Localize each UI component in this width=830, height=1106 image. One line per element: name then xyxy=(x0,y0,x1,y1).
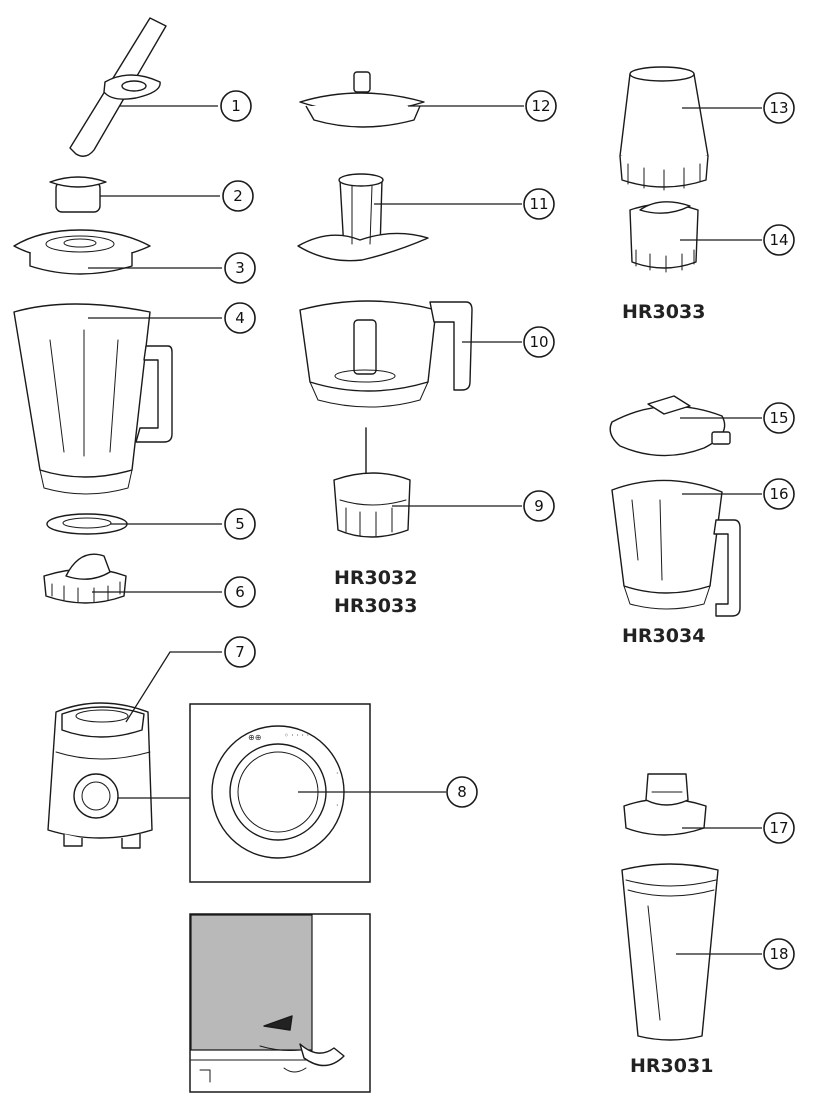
svg-text:⊕⊕: ⊕⊕ xyxy=(248,733,261,742)
callout-18-label: 18 xyxy=(769,945,788,963)
mill-blade-illustration xyxy=(629,201,699,273)
callout-7-label: 7 xyxy=(235,643,245,661)
callout-15-label: 15 xyxy=(769,409,788,427)
callout-4-label: 4 xyxy=(235,309,245,327)
blade-unit-illustration xyxy=(43,553,127,604)
tamper-illustration xyxy=(69,17,167,157)
model-label-hr3031: HR3031 xyxy=(630,1055,713,1077)
callout-12: 12 xyxy=(525,90,557,122)
callout-14-label: 14 xyxy=(769,231,788,249)
svg-text:·: · xyxy=(336,801,339,810)
callout-15: 15 xyxy=(763,402,795,434)
leader-lines xyxy=(88,105,762,955)
chopper-bowl-illustration xyxy=(299,300,473,408)
callout-9: 9 xyxy=(523,490,555,522)
callout-3: 3 xyxy=(224,252,256,284)
to-go-lid-illustration xyxy=(623,773,707,836)
callout-14: 14 xyxy=(763,224,795,256)
control-knob-detail-panel: ⊕⊕ ◦ · · · · · · xyxy=(189,703,371,883)
chopper-lid-illustration xyxy=(299,71,425,128)
callout-12-label: 12 xyxy=(531,97,550,115)
callout-3-label: 3 xyxy=(235,259,245,277)
callout-5: 5 xyxy=(224,508,256,540)
callout-10-label: 10 xyxy=(529,333,548,351)
callout-18: 18 xyxy=(763,938,795,970)
callout-11: 11 xyxy=(523,188,555,220)
callout-17: 17 xyxy=(763,812,795,844)
blender-jar-illustration xyxy=(13,303,173,495)
callout-5-label: 5 xyxy=(235,515,245,533)
callout-8: 8 xyxy=(446,776,478,808)
model-label-hr3033-right: HR3033 xyxy=(622,301,705,323)
callout-6-label: 6 xyxy=(235,583,245,601)
svg-text:·: · xyxy=(336,769,339,778)
cord-storage-detail-panel xyxy=(189,913,371,1093)
callout-16-label: 16 xyxy=(769,485,788,503)
callout-2-label: 2 xyxy=(233,187,243,205)
callout-11-label: 11 xyxy=(529,195,548,213)
callout-4: 4 xyxy=(224,302,256,334)
callout-16: 16 xyxy=(763,478,795,510)
callout-7: 7 xyxy=(224,636,256,668)
callout-6: 6 xyxy=(224,576,256,608)
motor-base-illustration xyxy=(47,702,190,849)
callout-1: 1 xyxy=(220,90,252,122)
mill-cup-illustration xyxy=(619,66,709,191)
callout-10: 10 xyxy=(523,326,555,358)
measuring-cap-illustration xyxy=(49,176,107,213)
callout-8-label: 8 xyxy=(457,783,467,801)
model-label-hr3033-center: HR3033 xyxy=(334,595,417,617)
model-label-hr3032: HR3032 xyxy=(334,567,417,589)
callout-9-label: 9 xyxy=(534,497,544,515)
grinder-blade-illustration xyxy=(333,427,411,538)
jar-lid-illustration xyxy=(13,229,151,275)
callout-1-label: 1 xyxy=(231,97,241,115)
callout-2: 2 xyxy=(222,180,254,212)
grinder-jar-illustration xyxy=(611,479,741,617)
model-label-hr3034: HR3034 xyxy=(622,625,705,647)
chopper-blade-illustration xyxy=(297,173,429,262)
callout-13: 13 xyxy=(763,92,795,124)
tumbler-illustration xyxy=(621,863,719,1041)
grinder-jar-lid-illustration xyxy=(609,395,731,457)
callout-17-label: 17 xyxy=(769,819,788,837)
callout-13-label: 13 xyxy=(769,99,788,117)
svg-text:◦ · · · ·: ◦ · · · · xyxy=(284,731,309,740)
